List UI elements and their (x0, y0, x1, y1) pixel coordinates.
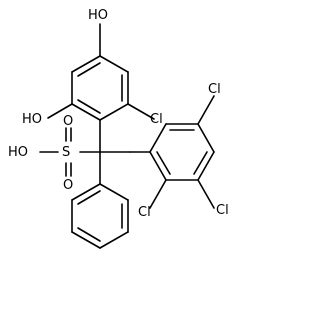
bond-c3 (99, 231, 129, 249)
bond-b-double2 (193, 151, 208, 175)
bond-c6 (71, 183, 101, 201)
atom-label-cl-b-right: Cl (216, 203, 229, 218)
bond-a-double2 (77, 62, 101, 77)
bond-c-double2 (77, 227, 101, 242)
atom-label-cl-b-bottom: Cl (138, 205, 151, 220)
bond-a-double1 (77, 99, 101, 114)
bond-b3 (197, 123, 215, 153)
atom-label-oh-top: HO (88, 8, 108, 23)
bond-a1 (71, 103, 101, 121)
bond-a3 (71, 55, 101, 73)
bond-b-cl-bottom (149, 179, 167, 209)
atom-label-sulfur: S (62, 145, 70, 160)
bond-b1 (149, 123, 167, 153)
molecule-canvas: HO Cl HO Cl Cl Cl HO S O O (8, 8, 229, 249)
bond-c-double3 (77, 190, 101, 205)
bond-b-cl-top (197, 95, 215, 125)
bond-b6 (149, 151, 167, 181)
atom-labels-layer: HO Cl HO Cl Cl Cl HO S O O (8, 8, 229, 220)
bond-b4 (197, 151, 215, 181)
bond-b-cl-right (197, 179, 215, 209)
atom-label-sulfonic-oh: HO (8, 145, 28, 160)
atom-label-cl-ring-a: Cl (150, 112, 163, 127)
atom-label-oxygen-lower: O (63, 178, 73, 193)
bond-b-double3 (156, 151, 171, 175)
atom-label-cl-b-top: Cl (208, 82, 221, 97)
bond-a6 (99, 103, 129, 121)
bond-c4 (71, 231, 101, 249)
bond-a-oh-left (47, 103, 73, 119)
bond-c1 (99, 183, 129, 201)
structure-diagram: HO Cl HO Cl Cl Cl HO S O O (8, 8, 229, 249)
bonds-layer (39, 23, 215, 249)
atom-label-oxygen-upper: O (63, 114, 73, 129)
bond-a-cl (127, 103, 155, 120)
atom-label-oh-left: HO (22, 112, 42, 127)
bond-a4 (99, 55, 129, 73)
